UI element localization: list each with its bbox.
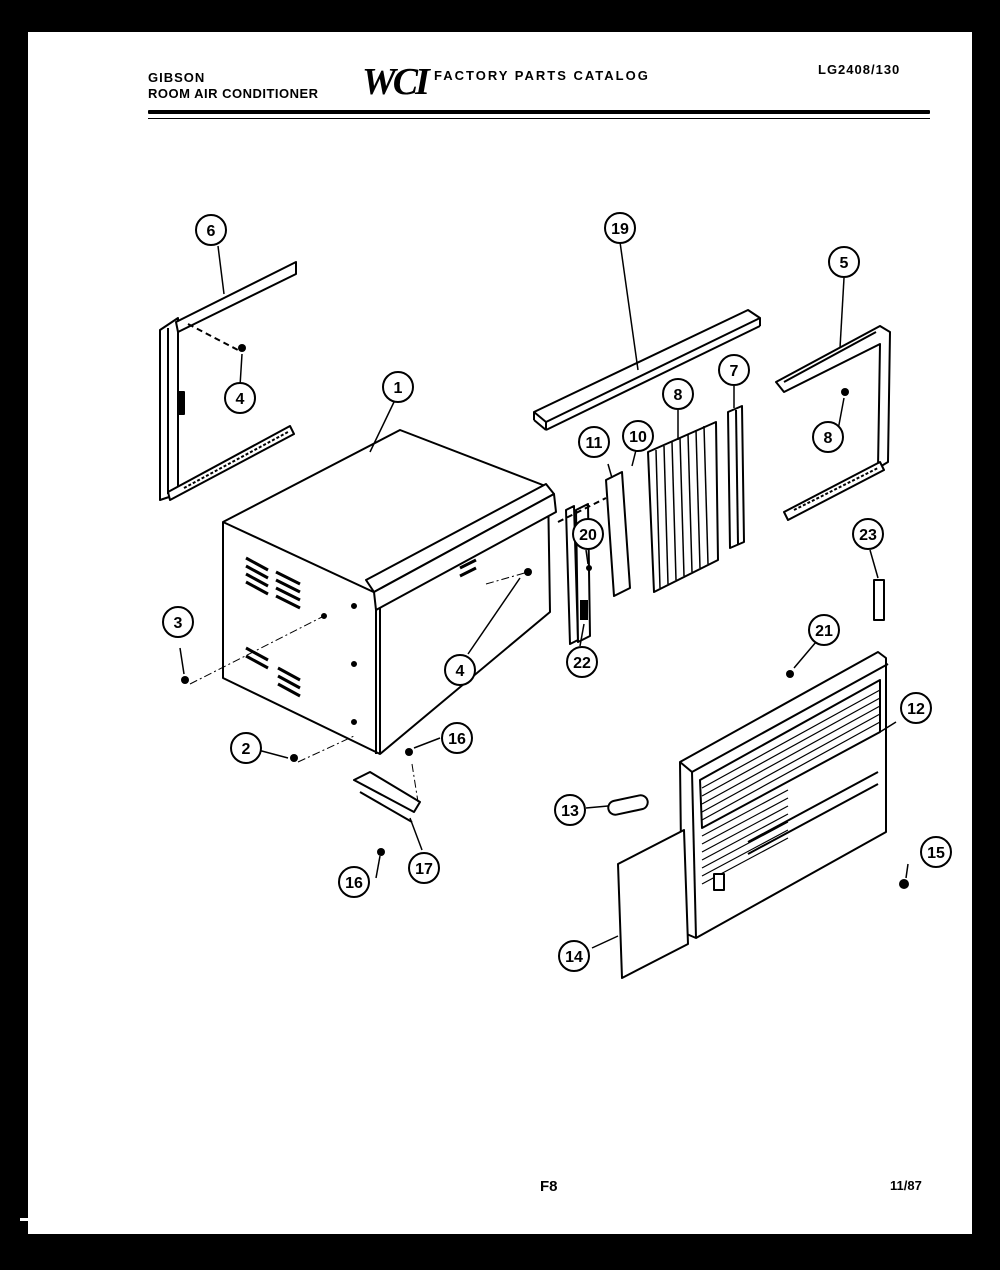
callout-1: 1 [382, 371, 414, 403]
leader-lines [179, 241, 909, 949]
callout-21: 21 [808, 614, 840, 646]
model-number: LG2408/130 [818, 62, 901, 77]
svg-text:11: 11 [586, 435, 603, 452]
callout-10: 10 [622, 420, 654, 452]
left-side-curtain [159, 261, 297, 501]
callout-14: 14 [558, 940, 590, 972]
svg-text:21: 21 [815, 623, 833, 640]
edge-mark [20, 1218, 42, 1221]
brand-name: GIBSON [148, 70, 206, 85]
svg-text:4: 4 [236, 391, 245, 408]
callout-17: 17 [408, 852, 440, 884]
catalog-date: 11/87 [890, 1178, 922, 1193]
callouts: 1 2 3 4 4 5 6 7 8 8 10 11 12 13 14 15 16… [162, 212, 952, 972]
svg-text:16: 16 [448, 731, 466, 748]
parts-sheet: GIBSON ROOM AIR CONDITIONER WCI FACTORY … [28, 32, 972, 1234]
product-type: ROOM AIR CONDITIONER [148, 86, 319, 101]
svg-text:3: 3 [174, 615, 183, 632]
front-grille [679, 651, 889, 939]
svg-text:6: 6 [207, 223, 216, 240]
callout-4a: 4 [224, 382, 256, 414]
mounting-bracket [353, 771, 421, 813]
callout-16: 16 [441, 722, 473, 754]
right-side-curtain [775, 325, 891, 521]
callout-20: 20 [572, 518, 604, 550]
cabinet [222, 429, 557, 755]
svg-text:8: 8 [824, 430, 833, 447]
svg-text:2: 2 [242, 741, 251, 758]
filter [617, 829, 689, 979]
svg-text:23: 23 [859, 527, 877, 544]
header-rule [148, 110, 930, 114]
svg-text:4: 4 [456, 663, 465, 680]
callout-8: 8 [812, 421, 844, 453]
callout-22: 22 [566, 646, 598, 678]
callout-11: 11 [578, 426, 610, 458]
callout-5: 5 [828, 246, 860, 278]
callout-7: 7 [718, 354, 750, 386]
assembly-guides [189, 571, 529, 803]
svg-text:5: 5 [840, 255, 849, 272]
callout-13: 13 [554, 794, 586, 826]
exploded-parts-diagram: 1 2 3 4 4 5 6 7 8 8 10 11 12 13 14 15 16… [159, 212, 952, 979]
svg-text:16: 16 [345, 875, 363, 892]
callout-15: 15 [920, 836, 952, 868]
svg-text:7: 7 [730, 363, 739, 380]
part-23-strip [873, 579, 885, 621]
callout-8b: 8 [662, 378, 694, 410]
callout-3: 3 [162, 606, 194, 638]
callout-12: 12 [900, 692, 932, 724]
wci-logo: WCI [362, 61, 430, 103]
catalog-title: FACTORY PARTS CATALOG [434, 68, 650, 83]
callout-18: 16 [338, 866, 370, 898]
callout-6: 6 [195, 214, 227, 246]
svg-text:19: 19 [611, 221, 629, 238]
header-rule-thin [148, 118, 930, 119]
svg-text:8: 8 [674, 387, 683, 404]
svg-text:1: 1 [394, 380, 403, 397]
svg-text:14: 14 [565, 949, 583, 966]
callout-2: 2 [230, 732, 262, 764]
callout-19: 19 [604, 212, 636, 244]
svg-text:13: 13 [561, 803, 579, 820]
svg-text:17: 17 [415, 861, 433, 878]
svg-text:20: 20 [579, 527, 597, 544]
callout-23: 23 [852, 518, 884, 550]
svg-text:15: 15 [927, 845, 945, 862]
fasteners [181, 344, 909, 889]
svg-text:22: 22 [573, 655, 591, 672]
svg-text:10: 10 [629, 429, 647, 446]
part-13-handle [607, 794, 649, 816]
svg-text:12: 12 [907, 701, 925, 718]
page-code: F8 [540, 1178, 558, 1195]
callout-4b: 4 [444, 654, 476, 686]
